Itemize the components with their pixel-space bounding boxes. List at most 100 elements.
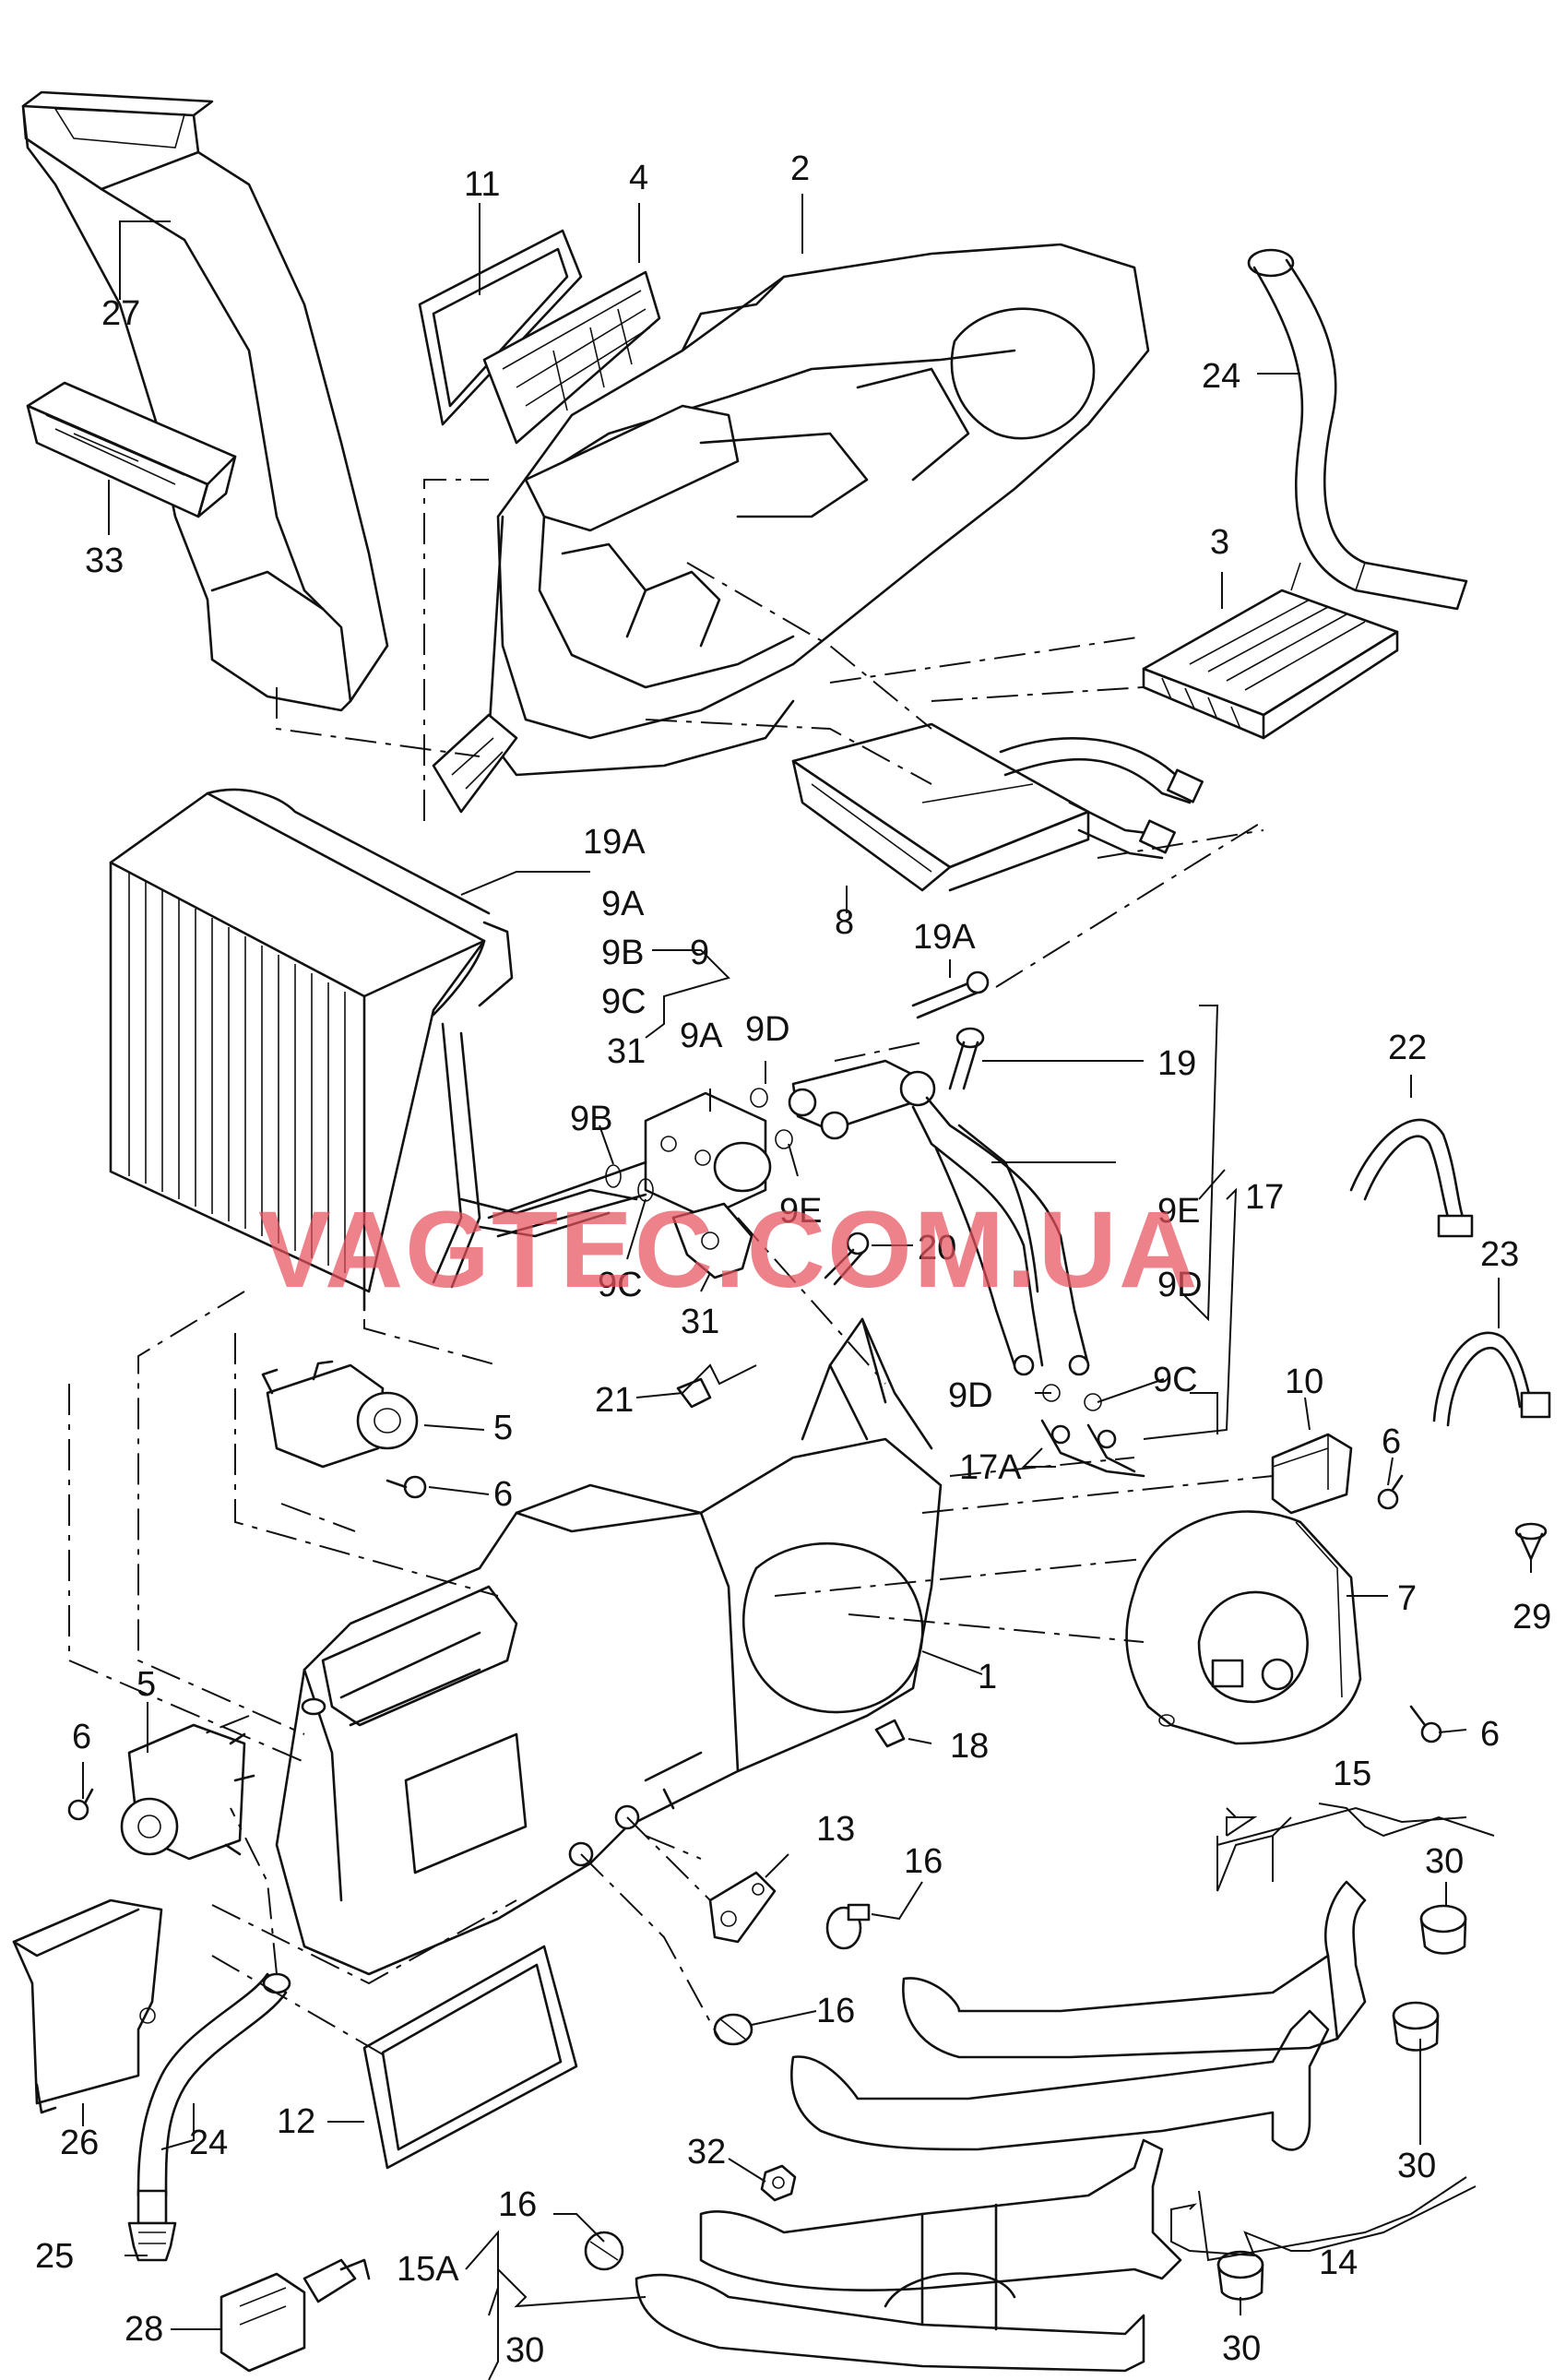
- label-1: 1: [978, 1658, 997, 1696]
- label-13: 13: [816, 1810, 855, 1849]
- blower-motor-7: [1125, 1510, 1362, 1745]
- label-30-b: 30: [1397, 2147, 1436, 2185]
- label-27: 27: [101, 294, 140, 333]
- hose-24-upper: [1247, 248, 1468, 611]
- label-9D-right: 9D: [1157, 1266, 1203, 1304]
- heat-exchanger-3: [1142, 589, 1399, 740]
- label-16-c: 16: [498, 2185, 537, 2224]
- label-8: 8: [835, 903, 854, 942]
- label-9A-left: 9A: [601, 885, 645, 923]
- label-10: 10: [1285, 1363, 1323, 1401]
- bracket-13: [708, 1871, 777, 1944]
- nut-32: [760, 2164, 797, 2202]
- cap-30-c: [1216, 2250, 1264, 2301]
- label-28: 28: [125, 2310, 163, 2349]
- clip-18: [874, 1719, 906, 1748]
- heater-core-8: [791, 722, 1204, 892]
- screw-6-a: [386, 1475, 427, 1499]
- drain-valve-25: [127, 2189, 177, 2262]
- coolant-pipe-15A: [635, 2138, 1182, 2373]
- label-19A-left: 19A: [583, 823, 646, 862]
- label-32: 32: [687, 2133, 726, 2172]
- clip-29: [1514, 1522, 1548, 1561]
- label-9B-left: 9B: [601, 934, 644, 972]
- upper-housing-2: [432, 243, 1150, 814]
- part-labels: 27 33 11 4 2 24 3 8 19A 9A 9B 9C 31 9 19…: [35, 149, 1551, 2370]
- watermark: VAGTEC.COM.UA: [258, 1189, 1199, 1311]
- label-5-upper: 5: [493, 1409, 513, 1447]
- servo-motor-5-upper: [261, 1360, 419, 1469]
- label-16-b: 16: [816, 1992, 855, 2030]
- dust-filter-12: [362, 1945, 578, 2170]
- label-3: 3: [1210, 523, 1229, 562]
- label-5-lower: 5: [136, 1665, 156, 1704]
- label-20: 20: [918, 1229, 956, 1267]
- label-18: 18: [950, 1727, 989, 1766]
- label-16-a: 16: [904, 1842, 943, 1881]
- assembly-guide-lines: [68, 479, 1274, 2058]
- label-25: 25: [35, 2237, 74, 2276]
- label-26: 26: [60, 2124, 99, 2162]
- label-9B-right: 9B: [570, 1100, 612, 1138]
- label-30-a: 30: [1425, 1842, 1464, 1881]
- expansion-valve-9: [487, 1088, 793, 1238]
- label-19: 19: [1157, 1044, 1196, 1083]
- cap-30-a: [1419, 1904, 1467, 1955]
- hose-clamp-16-c: [584, 2231, 624, 2271]
- series-resistor-10: [1271, 1433, 1353, 1515]
- label-9E-left: 9E: [779, 1192, 822, 1231]
- bolt-19A: [911, 970, 990, 1019]
- label-17A: 17A: [959, 1448, 1022, 1487]
- evaporator: [109, 788, 638, 1312]
- label-9D-lower: 9D: [948, 1376, 993, 1415]
- bracket-31: [671, 1202, 753, 1279]
- label-19A-right: 19A: [913, 918, 976, 957]
- screw-20: [824, 1232, 870, 1286]
- refrigerant-lines-17: [788, 1059, 1145, 1478]
- hose-24-lower: [136, 1972, 291, 2197]
- vent-grille-33: [26, 381, 237, 518]
- label-23: 23: [1480, 1235, 1519, 1274]
- label-31-lower: 31: [681, 1303, 719, 1341]
- cable-tie-23: [1432, 1331, 1551, 1427]
- label-22: 22: [1388, 1029, 1427, 1067]
- label-9C-lower: 9C: [1153, 1361, 1198, 1399]
- label-21: 21: [595, 1381, 634, 1420]
- label-24-upper: 24: [1202, 357, 1240, 396]
- dust-filter-11: [418, 229, 583, 426]
- cap-30-b: [1392, 2001, 1440, 2052]
- label-12: 12: [277, 2102, 315, 2141]
- label-9E-right: 9E: [1157, 1192, 1200, 1231]
- hose-clamp-16-b: [713, 2013, 753, 2046]
- screw-6-c: [1409, 1705, 1442, 1743]
- coolant-hose-15: [902, 1880, 1367, 2059]
- label-11: 11: [464, 165, 500, 204]
- label-6-a: 6: [493, 1475, 513, 1514]
- cover-26: [12, 1898, 163, 2114]
- label-4: 4: [629, 159, 648, 197]
- label-9D-top: 9D: [745, 1010, 790, 1049]
- screw-6-d: [67, 1788, 94, 1821]
- coolant-hose-14: [790, 2009, 1330, 2151]
- label-9A-right: 9A: [680, 1017, 723, 1055]
- label-24-lower: 24: [189, 2124, 228, 2162]
- label-30-c: 30: [505, 2331, 544, 2370]
- label-15: 15: [1333, 1755, 1371, 1793]
- label-6-d: 6: [72, 1718, 91, 1756]
- leader-lines: [82, 194, 1532, 2380]
- lower-housing-1: [275, 1317, 943, 1976]
- label-15A: 15A: [397, 2250, 459, 2289]
- air-duct-27: [21, 90, 389, 712]
- label-29: 29: [1513, 1598, 1551, 1636]
- label-6-b: 6: [1382, 1422, 1401, 1461]
- servo-motor-5-lower: [120, 1723, 255, 1861]
- label-14: 14: [1319, 2243, 1358, 2282]
- label-31-upper: 31: [607, 1032, 646, 1071]
- label-30-d: 30: [1222, 2329, 1261, 2368]
- label-7: 7: [1397, 1579, 1417, 1618]
- label-9C-left: 9C: [601, 982, 647, 1021]
- label-17: 17: [1245, 1178, 1284, 1217]
- screw-6-b: [1377, 1474, 1404, 1510]
- bolt-19: [948, 1027, 985, 1090]
